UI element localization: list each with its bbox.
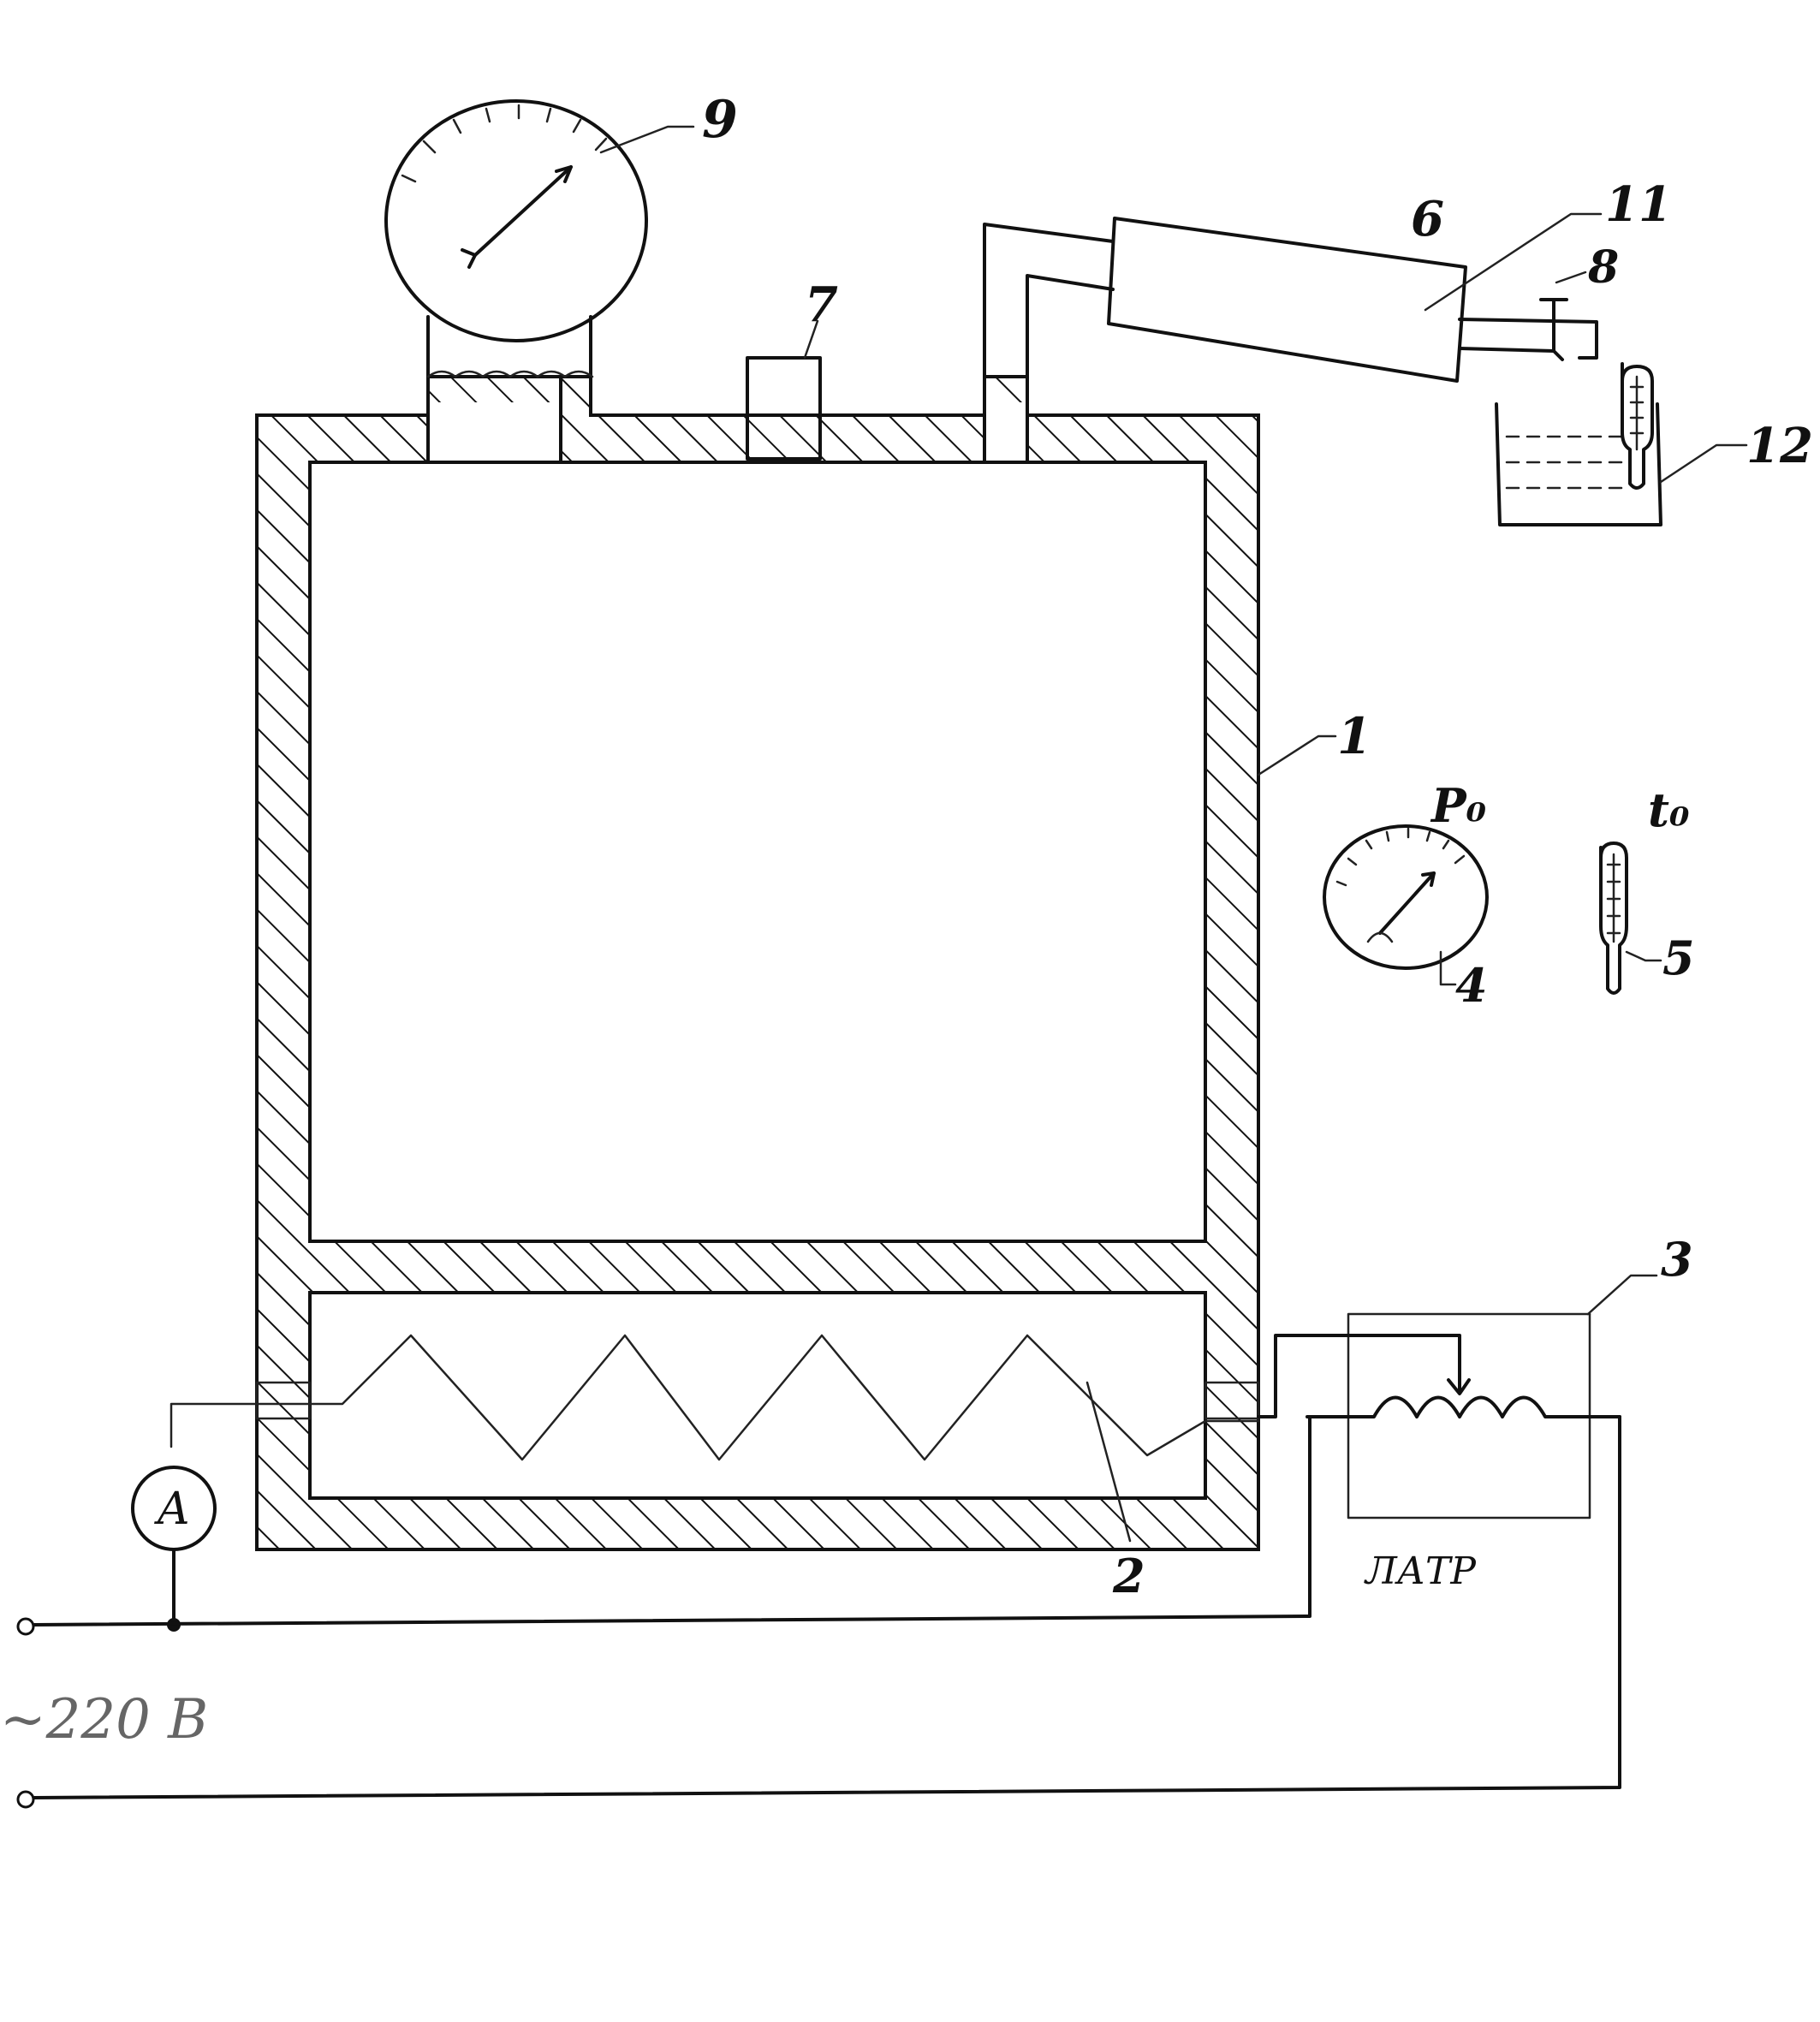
- vessel: [255, 375, 1260, 1551]
- heater-coil: [255, 1334, 1260, 1461]
- beaker: [1495, 362, 1662, 526]
- callout-2: 2: [1112, 1549, 1145, 1603]
- barometer-needle: [1378, 871, 1436, 935]
- callout-9: 9: [702, 90, 738, 150]
- latr-winding: [1306, 1395, 1621, 1418]
- callout-4: 4: [1455, 958, 1488, 1013]
- callout-11: 11: [1605, 176, 1672, 233]
- thermometer: [1599, 842, 1628, 995]
- label-ambient-pressure: P₀: [1430, 778, 1487, 833]
- latr-label: ЛАТР: [1364, 1549, 1477, 1593]
- callout-8: 8: [1587, 241, 1619, 294]
- circuit: [16, 1312, 1621, 1809]
- callout-5: 5: [1662, 931, 1695, 985]
- manometer-port: [428, 402, 561, 467]
- vessel-chamber: [308, 461, 1207, 1243]
- barometer: [1323, 824, 1489, 970]
- supply-voltage-label: ~220 В: [0, 1688, 208, 1751]
- valve-7: [746, 356, 822, 461]
- leader-lines: [599, 125, 1748, 1543]
- manometer-dial: [384, 99, 648, 342]
- manometer: [384, 99, 648, 378]
- callout-6: 6: [1411, 191, 1444, 247]
- manometer-coil: [426, 370, 594, 378]
- barometer-dial: [1323, 824, 1489, 970]
- beaker-thermometer: [1620, 362, 1654, 490]
- supply-terminal-1: [16, 1617, 35, 1636]
- autotransformer: [1257, 1312, 1621, 1519]
- heater-chamber: [308, 1291, 1207, 1500]
- callout-7: 7: [805, 277, 838, 333]
- callout-1: 1: [1337, 707, 1371, 765]
- vessel-wall: [255, 375, 1260, 1551]
- supply-terminal-2: [16, 1790, 35, 1809]
- condenser: [1107, 217, 1467, 383]
- condenser-assembly: [983, 217, 1598, 417]
- callout-3: 3: [1661, 1232, 1693, 1287]
- vapour-outlet-port: [984, 402, 1027, 467]
- callout-12: 12: [1746, 418, 1813, 474]
- manometer-needle: [473, 165, 573, 257]
- ammeter-label: A: [154, 1484, 190, 1535]
- label-ambient-temperature: t₀: [1648, 782, 1690, 837]
